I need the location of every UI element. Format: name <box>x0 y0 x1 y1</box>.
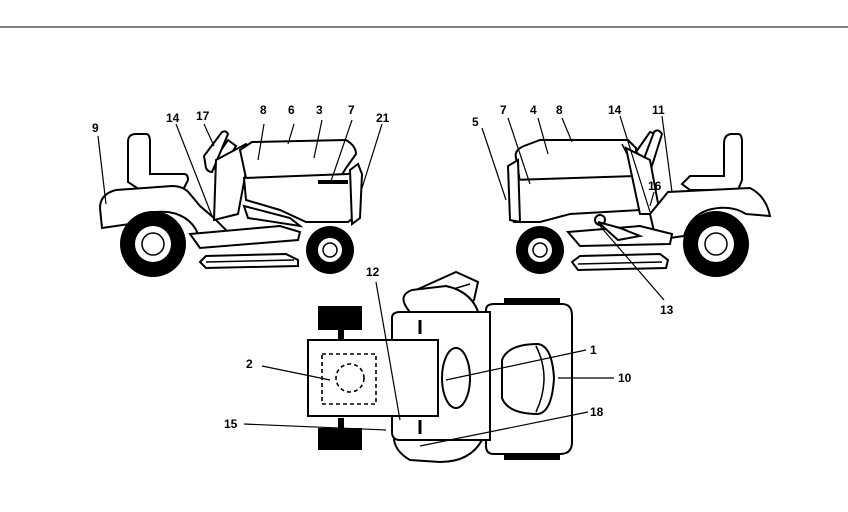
right-tractor-leaders <box>481 115 673 301</box>
top-view-leaders <box>243 281 614 447</box>
callout-18: 18 <box>590 405 604 419</box>
callout-5: 5 <box>472 115 479 129</box>
callout-11: 11 <box>652 103 665 117</box>
front-tire-bottom <box>504 452 560 460</box>
seat-outline <box>321 353 377 405</box>
callout-7: 7 <box>500 103 507 117</box>
rear-tire-bottom <box>318 428 362 450</box>
hood-vent <box>501 342 556 416</box>
callout-8: 8 <box>260 103 267 117</box>
right-tractor-callouts: 5 7 4 8 14 11 16 13 <box>472 103 674 317</box>
callout-16: 16 <box>648 179 662 193</box>
callout-6: 6 <box>288 103 295 117</box>
callout-2: 2 <box>246 357 253 371</box>
right-tractor-side-view <box>506 129 772 277</box>
callout-17: 17 <box>196 109 210 123</box>
callout-14: 14 <box>166 111 180 125</box>
callout-13: 13 <box>660 303 674 317</box>
left-tractor-callouts: 9 14 17 8 6 3 7 21 <box>92 103 390 135</box>
callout-8: 8 <box>556 103 563 117</box>
callout-14: 14 <box>608 103 622 117</box>
left-tractor-side-view <box>98 130 364 277</box>
tractor-top-view <box>307 270 573 464</box>
callout-15: 15 <box>224 417 238 431</box>
callout-4: 4 <box>530 103 537 117</box>
callout-1: 1 <box>590 343 597 357</box>
callout-7: 7 <box>348 103 355 117</box>
left-tractor-leaders <box>97 119 383 217</box>
callout-10: 10 <box>618 371 632 385</box>
rear-tire-top <box>318 306 362 330</box>
callout-3: 3 <box>316 103 323 117</box>
callout-21: 21 <box>376 111 390 125</box>
callout-12: 12 <box>366 265 380 279</box>
front-tire-top <box>504 298 560 306</box>
top-view-callouts: 12 2 1 10 15 18 <box>224 265 632 431</box>
callout-9: 9 <box>92 121 99 135</box>
